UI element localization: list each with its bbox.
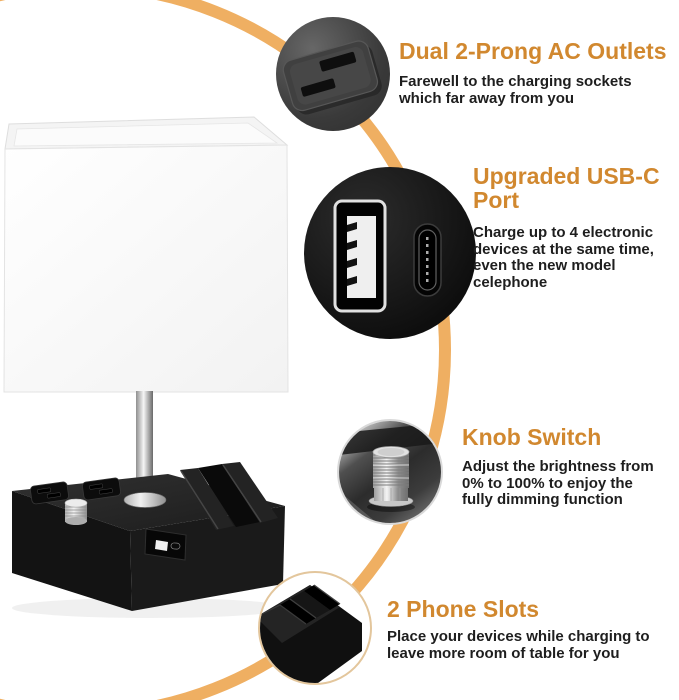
phone-slot-rails-on-base: [180, 462, 278, 530]
dimmer-knob: [367, 446, 415, 512]
front-usb-ports-on-base: [144, 528, 187, 561]
phone-slots-closeup-photo: [258, 571, 372, 685]
lamp-base: [12, 462, 288, 618]
callout-heading-usb-c-port: Upgraded USB-C Port: [473, 163, 660, 213]
knob-closeup-photo: [337, 419, 443, 525]
callout-ac-outlets: Dual 2-Prong AC Outlets Farewell to the …: [399, 39, 667, 107]
usb-ports-closeup-photo: [304, 167, 476, 339]
callout-heading-phone-slots: 2 Phone Slots: [387, 596, 540, 622]
ac-outlets-on-base: [30, 477, 121, 505]
callout-phone-slots: 2 Phone Slots Place your devices while c…: [387, 597, 650, 662]
callout-knob-switch: Knob Switch Adjust the brightness from 0…: [462, 425, 654, 509]
usb-c-port: [413, 223, 442, 297]
callout-body-phone-slots: Place your devices while charging to lea…: [387, 628, 650, 662]
dimmer-knob-on-base: [64, 498, 88, 525]
lamp-pole: [136, 391, 153, 500]
ac-outlet-closeup-photo: [276, 17, 390, 131]
callout-body-usb-c-port: Charge up to 4 electronic devices at the…: [473, 224, 654, 291]
callout-body-ac-outlets: Farewell to the charging sockets which f…: [399, 73, 632, 107]
phone-slot-block: [260, 584, 362, 683]
callout-body-knob-switch: Adjust the brightness from 0% to 100% to…: [462, 458, 654, 508]
usb-a-port: [333, 199, 387, 313]
callout-usb-c-port: Upgraded USB-C Port Charge up to 4 elect…: [473, 164, 660, 291]
pole-flange: [123, 492, 167, 508]
callout-heading-knob-switch: Knob Switch: [462, 424, 602, 450]
callout-heading-ac-outlets: Dual 2-Prong AC Outlets: [399, 38, 667, 64]
outlet-plate: [282, 40, 382, 115]
lamp-shade: [3, 116, 289, 393]
